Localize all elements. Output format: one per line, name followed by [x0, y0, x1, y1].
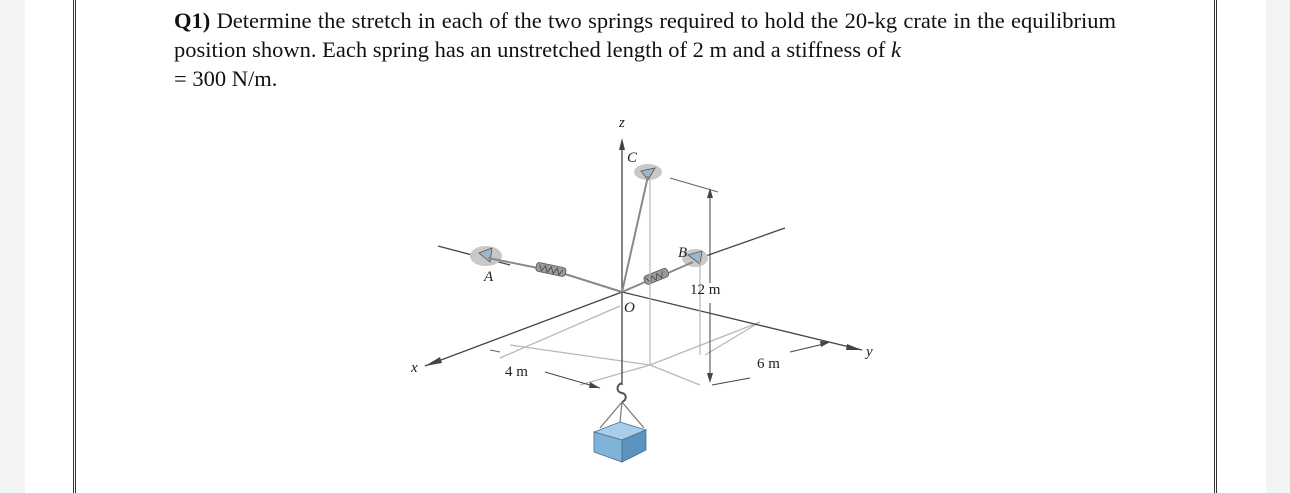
hook	[616, 292, 627, 403]
crate	[592, 401, 648, 463]
question-label: Q1)	[174, 8, 211, 33]
k-symbol: k	[890, 37, 901, 62]
support-c	[634, 164, 662, 181]
z-axis	[619, 138, 625, 292]
dimension-6m	[711, 341, 830, 386]
dim-height-label: 12 m	[690, 282, 721, 298]
support-b	[682, 249, 708, 267]
ground-projection-lines	[499, 305, 761, 386]
point-c-label: C	[627, 150, 638, 166]
point-o-label: O	[624, 300, 635, 316]
right-border	[1214, 0, 1217, 493]
rod-b	[699, 227, 786, 259]
question-line-1: Determine the stretch in each of the two…	[216, 8, 1005, 33]
axis-x-label: x	[410, 360, 418, 376]
right-margin	[1266, 0, 1290, 493]
question-line-3: = 300 N/m.	[174, 66, 278, 91]
spring-ob	[621, 261, 694, 293]
left-margin	[0, 0, 25, 493]
question-text: Q1) Determine the stretch in each of the…	[174, 6, 1116, 93]
axis-z-label: z	[618, 115, 625, 131]
point-a-label: A	[483, 269, 494, 285]
dim-x-label: 4 m	[505, 364, 528, 380]
cable-oc	[621, 175, 649, 293]
x-axis	[424, 291, 623, 367]
dimension-12m	[669, 177, 719, 383]
question-line-2: equilibrium position shown. Each spring …	[174, 8, 1117, 62]
support-a	[470, 246, 502, 266]
spring-oa	[487, 257, 623, 293]
axis-y-label: y	[864, 344, 873, 360]
projection-verticals	[649, 180, 701, 365]
dimension-4m	[489, 349, 601, 389]
left-border	[73, 0, 76, 493]
dim-y-label: 6 m	[757, 356, 780, 372]
point-b-label: B	[678, 245, 687, 261]
y-axis	[621, 291, 863, 351]
